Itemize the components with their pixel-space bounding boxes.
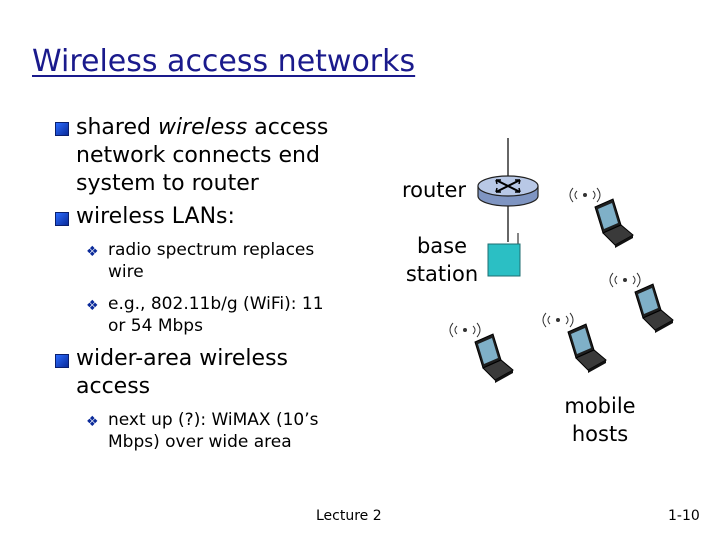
bullet-marker <box>55 354 69 368</box>
footer-page-number: 1-10 <box>668 508 700 524</box>
bullet-wider-area: wider-area wireless access <box>76 346 289 399</box>
subbullet-wifi: e.g., 802.11b/g (WiFi): 11 or 54 Mbps <box>108 294 324 336</box>
bullet-wireless-lans: wireless LANs: <box>76 204 235 229</box>
slide-title: Wireless access networks <box>32 44 416 79</box>
sub-bullet-marker: ❖ <box>86 298 99 314</box>
wireless-laptop-icon <box>609 272 674 334</box>
router-label: router <box>401 178 467 202</box>
bullet-shared-wireless: shared wireless access network connects … <box>76 115 329 196</box>
sub-bullet-marker: ❖ <box>86 414 99 430</box>
bullet-marker <box>55 212 69 226</box>
emphasis-wireless: wireless <box>157 115 248 140</box>
wireless-laptop-icon <box>449 322 514 384</box>
router-icon <box>477 175 539 207</box>
sub-bullet-marker: ❖ <box>86 244 99 260</box>
wireless-laptop-icon <box>569 187 634 249</box>
base-station-label: base station <box>405 234 479 286</box>
wireless-laptop-icon <box>542 312 607 374</box>
mobile-hosts-label: mobile hosts <box>564 394 636 446</box>
bullet-marker <box>55 122 69 136</box>
subbullet-wimax: next up (?): WiMAX (10’s Mbps) over wide… <box>108 410 319 452</box>
subbullet-radio-spectrum: radio spectrum replaces wire <box>108 240 315 282</box>
footer-lecture: Lecture 2 <box>316 508 382 524</box>
base-station-icon <box>487 233 521 277</box>
